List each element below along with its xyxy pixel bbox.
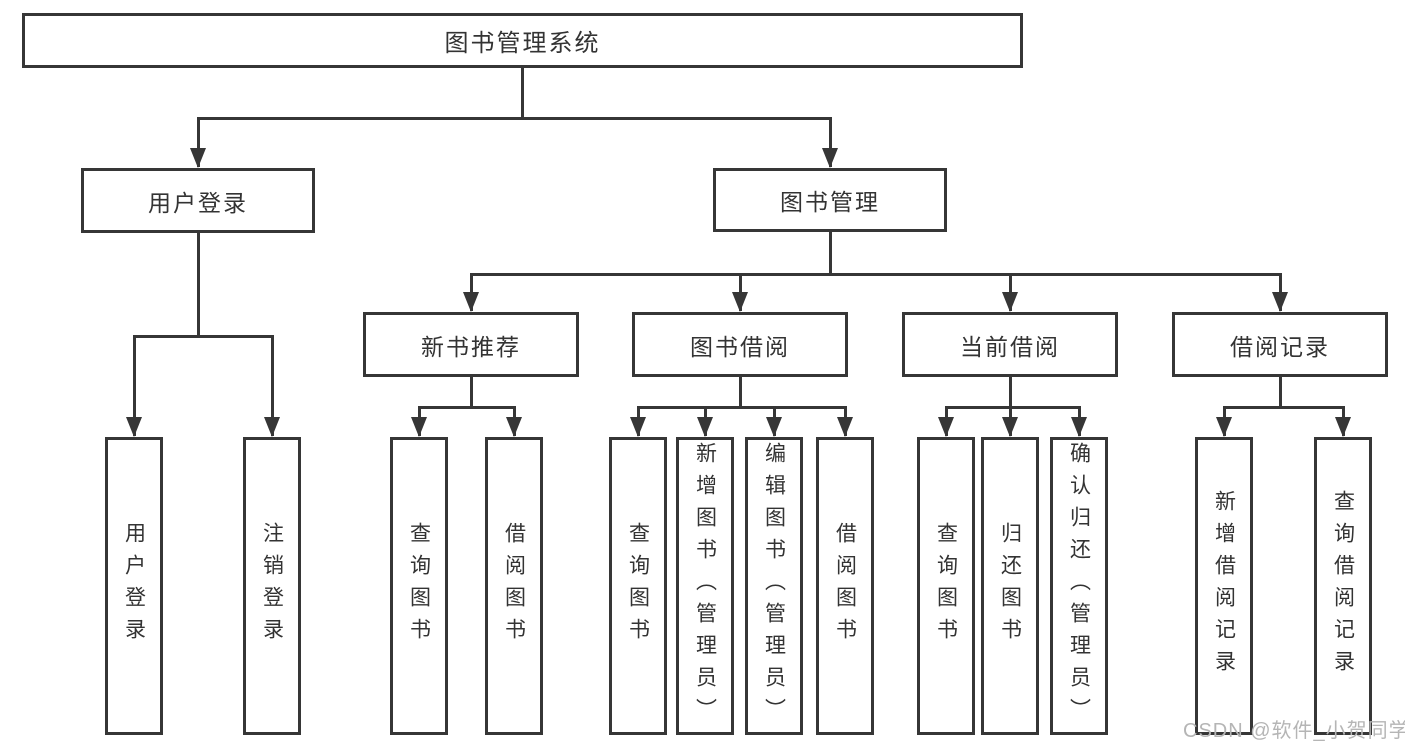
arrowhead-down-icon	[1002, 406, 1018, 437]
arrowhead-down-icon	[732, 273, 748, 312]
connector-borrowing-trunk	[738, 377, 742, 406]
arrowhead-down-icon	[190, 117, 206, 168]
arrowhead-down-icon	[837, 406, 853, 437]
leaf-add-books-admin: 新增图书（管理员）	[676, 437, 734, 735]
arrowhead-down-icon	[697, 406, 713, 437]
csdn-watermark: CSDN @软件_小贺同学	[1183, 720, 1405, 742]
node-borrowing-records: 借阅记录	[1172, 312, 1388, 377]
arrowhead-down-icon	[822, 117, 838, 168]
leaf-return-books: 归还图书	[981, 437, 1039, 735]
arrowhead-down-icon	[1335, 406, 1351, 437]
arrowhead-down-icon	[264, 335, 280, 437]
arrowhead-down-icon	[126, 335, 142, 437]
leaf-borrow-books-recommend: 借阅图书	[485, 437, 543, 735]
arrowhead-down-icon	[1002, 273, 1018, 312]
leaf-confirm-return-admin: 确认归还（管理员）	[1050, 437, 1108, 735]
connector-current-bar	[944, 406, 1081, 409]
connector-records-trunk	[1278, 377, 1282, 406]
arrowhead-down-icon	[506, 406, 522, 437]
leaf-logout-login: 注销登录	[243, 437, 301, 735]
leaf-user-login: 用户登录	[105, 437, 163, 735]
leaf-query-books-recommend: 查询图书	[390, 437, 448, 735]
node-book-borrowing: 图书借阅	[632, 312, 848, 377]
arrowhead-down-icon	[766, 406, 782, 437]
node-library-system: 图书管理系统	[22, 13, 1023, 68]
arrowhead-down-icon	[1272, 273, 1288, 312]
leaf-query-borrow-record: 查询借阅记录	[1314, 437, 1372, 735]
connector-root-trunk	[520, 68, 524, 117]
node-new-book-recommendation: 新书推荐	[363, 312, 579, 377]
leaf-edit-books-admin: 编辑图书（管理员）	[745, 437, 803, 735]
connector-user-login-bar	[132, 335, 274, 338]
arrowhead-down-icon	[938, 406, 954, 437]
connector-records-bar	[1222, 406, 1345, 409]
connector-user-login-trunk	[196, 230, 200, 335]
arrowhead-down-icon	[463, 273, 479, 312]
arrowhead-down-icon	[411, 406, 427, 437]
connector-root-bar	[196, 117, 832, 120]
leaf-query-books-borrow: 查询图书	[609, 437, 667, 735]
node-user-login: 用户登录	[81, 168, 315, 233]
connector-recommend-bar	[417, 406, 516, 409]
arrowhead-down-icon	[1216, 406, 1232, 437]
node-current-borrowing: 当前借阅	[902, 312, 1118, 377]
leaf-query-books-current: 查询图书	[917, 437, 975, 735]
arrowhead-down-icon	[630, 406, 646, 437]
node-book-management: 图书管理	[713, 168, 947, 232]
leaf-add-borrow-record: 新增借阅记录	[1195, 437, 1253, 735]
connector-current-trunk	[1008, 377, 1012, 406]
connector-recommend-trunk	[469, 377, 473, 406]
connector-book-management-bar	[469, 273, 1282, 276]
connector-book-management-trunk	[828, 230, 832, 273]
leaf-borrow-books-borrow: 借阅图书	[816, 437, 874, 735]
connector-borrowing-bar	[636, 406, 847, 409]
arrowhead-down-icon	[1071, 406, 1087, 437]
